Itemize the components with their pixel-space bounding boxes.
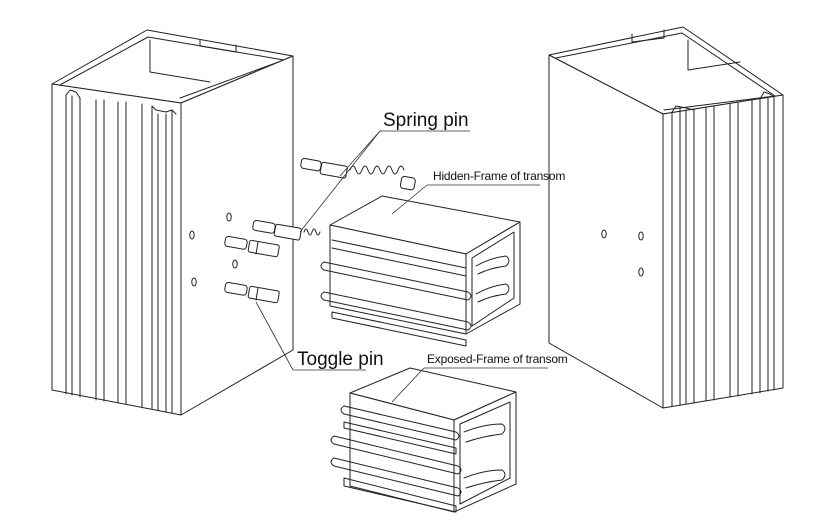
right-mullion-post [548, 26, 784, 409]
exposed-frame-transom [330, 367, 517, 513]
toggle-pin-lower [224, 281, 280, 304]
toggle-pin-upper [224, 235, 280, 258]
leader-lines [255, 130, 548, 403]
spring-pin-label: Spring pin [383, 110, 469, 131]
hidden-frame-label: Hidden-Frame of transom [433, 169, 565, 183]
spring-pin-upper [300, 157, 416, 191]
left-mullion-post [51, 29, 294, 416]
exposed-frame-label: Exposed-Frame of transom [427, 352, 568, 366]
toggle-pin-label: Toggle pin [297, 349, 384, 370]
hidden-frame-transom [320, 195, 521, 347]
spring-pin-lower [252, 219, 321, 241]
